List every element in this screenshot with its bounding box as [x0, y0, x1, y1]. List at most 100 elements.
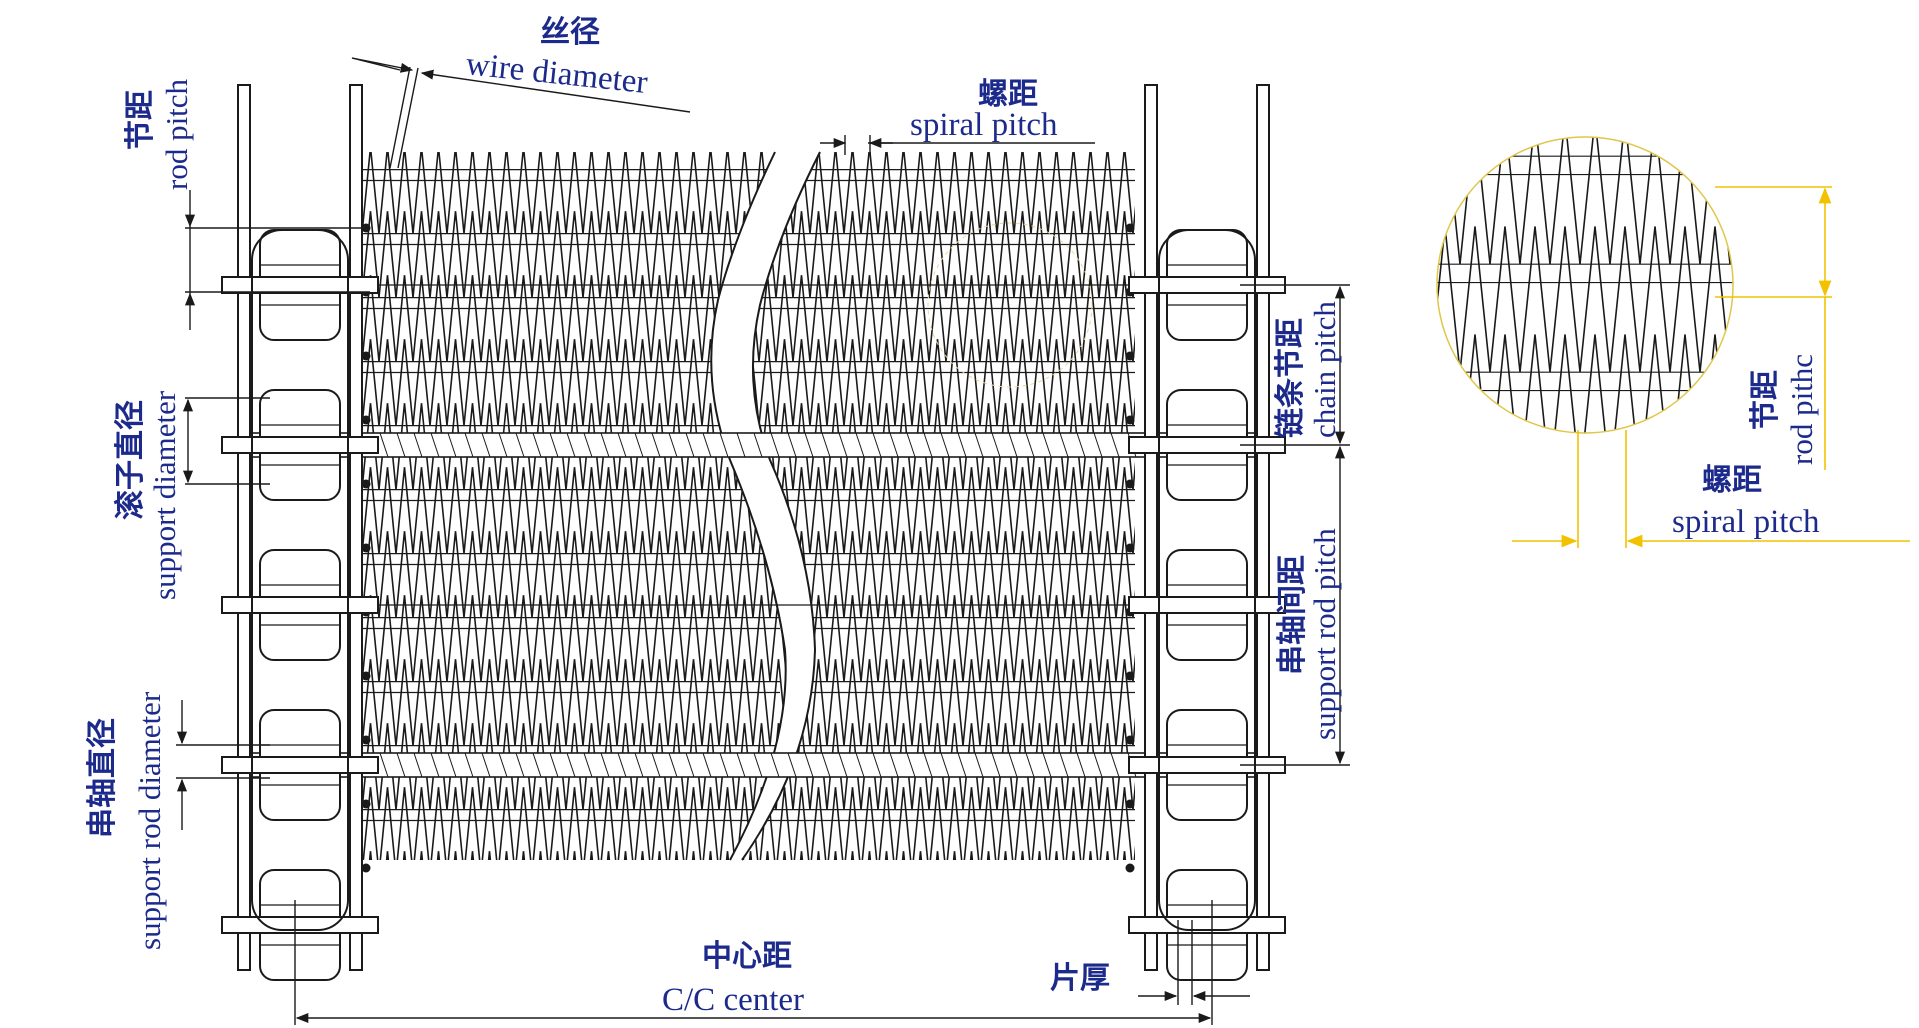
support-rod-hatch — [413, 432, 423, 458]
support-rod-hatch — [736, 752, 746, 778]
support-rod-diameter-label-en: support rod diameter — [132, 691, 167, 950]
support-rod-hatch — [719, 752, 729, 778]
mesh-left-row — [362, 595, 786, 682]
support-rod-hatch — [753, 752, 763, 778]
mesh-left-row — [362, 275, 786, 362]
support-rod-pitch-label-zh: 串轴间距 — [1275, 555, 1310, 675]
support-rod-hatch — [447, 752, 457, 778]
chain-left-plate-outer — [349, 84, 363, 971]
mesh-end-dot — [361, 799, 371, 809]
support-rod-hatch — [940, 752, 950, 778]
support-rod-hatch — [651, 432, 661, 458]
support-rod-hatch — [821, 752, 831, 778]
support-rod-hatch — [821, 432, 831, 458]
support-rod-hatch — [1093, 752, 1103, 778]
chain-left — [221, 84, 379, 981]
wire-diameter-arrow-a — [351, 57, 414, 73]
support-rod-hatch — [617, 752, 627, 778]
mesh-left-row — [362, 467, 786, 554]
support-rod-hatch — [753, 432, 763, 458]
support-rod-hatch — [787, 432, 797, 458]
chain-left-pin — [221, 436, 379, 454]
support-rod-hatch — [532, 752, 542, 778]
break-line-left — [710, 151, 787, 861]
support-rod-hatch — [991, 752, 1001, 778]
support-rod-hatch — [600, 432, 610, 458]
mesh-left-section — [362, 152, 786, 860]
support-rod-hatch — [770, 752, 780, 778]
detail-mesh-row — [1437, 226, 1733, 373]
mesh-end-dot — [1125, 543, 1135, 553]
support-rod-hatch — [685, 752, 695, 778]
support-rod-hatch — [498, 432, 508, 458]
support-rod-hatch — [787, 752, 797, 778]
mesh-right-section — [742, 152, 1135, 860]
support-rod-hatch — [889, 752, 899, 778]
support-rod-hatch — [1042, 752, 1052, 778]
rod-pitch-label-en: rod pitch — [159, 78, 194, 190]
chain-pitch-label-en: chain pitch — [1307, 301, 1342, 438]
support-rod-hatch — [566, 432, 576, 458]
support-rod-hatch — [651, 752, 661, 778]
spiral-pitch-label-en: spiral pitch — [910, 107, 1058, 143]
chain-right-plate-outer — [1144, 84, 1158, 971]
plate-thickness-label-zh: 片厚 — [1050, 961, 1110, 996]
support-rod-pitch-label-en: support rod pitch — [1307, 528, 1342, 740]
support-rod-hatch — [634, 432, 644, 458]
mesh-left-row — [362, 659, 786, 746]
support-rod-hatch — [838, 432, 848, 458]
mesh-end-dot — [361, 415, 371, 425]
support-rod-hatch — [1076, 752, 1086, 778]
chain-right-plate-outer — [1256, 84, 1270, 971]
support-rod-hatch — [804, 432, 814, 458]
detail-mesh-row — [1437, 137, 1733, 265]
support-rod-hatch — [991, 432, 1001, 458]
support-rod-hatch — [1025, 752, 1035, 778]
mesh-end-dot — [1125, 351, 1135, 361]
detail-mesh — [1437, 137, 1733, 433]
support-rod-hatch — [702, 432, 712, 458]
support-rod-hatch — [957, 752, 967, 778]
support-rod-hatch — [1059, 752, 1069, 778]
mesh-left-row — [362, 851, 786, 860]
support-rod-hatch — [906, 432, 916, 458]
cc-center-label-zh: 中心距 — [702, 939, 792, 974]
support-rod-hatch — [396, 752, 406, 778]
support-rod-hatch — [957, 432, 967, 458]
mesh-right-row — [742, 851, 1135, 860]
support-rod-hatch — [481, 752, 491, 778]
mesh-left-row — [362, 211, 786, 298]
support-rod-hatch — [1093, 432, 1103, 458]
wire-diameter-leader — [397, 67, 419, 169]
support-rod-hatch — [1110, 432, 1120, 458]
support-rod-hatch — [464, 432, 474, 458]
mesh-end-dot — [361, 351, 371, 361]
chain-left-pin — [221, 276, 379, 294]
support-rod-hatch — [379, 752, 389, 778]
rod-pitch-label-zh: 节距 — [123, 90, 158, 150]
chain-left-pin — [221, 596, 379, 614]
mesh-end-dot — [361, 735, 371, 745]
support-rod-hatch — [583, 752, 593, 778]
support-rod-hatch — [685, 432, 695, 458]
mesh-left-row — [362, 339, 786, 426]
support-rod-hatch — [1025, 432, 1035, 458]
support-rod-hatch — [532, 432, 542, 458]
mesh-end-dot — [1125, 223, 1135, 233]
support-rod-hatch — [396, 432, 406, 458]
support-rod-hatch — [668, 432, 678, 458]
support-rod-hatch — [1110, 752, 1120, 778]
support-rod-hatch — [1059, 432, 1069, 458]
support-rod-hatch — [515, 752, 525, 778]
support-rod-hatch — [413, 752, 423, 778]
detail-rod-pitch-label-zh: 节距 — [1748, 370, 1783, 430]
support-rod-hatch — [770, 432, 780, 458]
mesh-end-dot — [1125, 735, 1135, 745]
support-rod-hatch — [855, 752, 865, 778]
support-rod-hatch — [617, 432, 627, 458]
mesh-end-dot — [1125, 415, 1135, 425]
support-rod-hatch — [736, 432, 746, 458]
support-rod-hatch — [464, 752, 474, 778]
support-rod-hatch — [430, 432, 440, 458]
break-line-right — [741, 151, 821, 861]
